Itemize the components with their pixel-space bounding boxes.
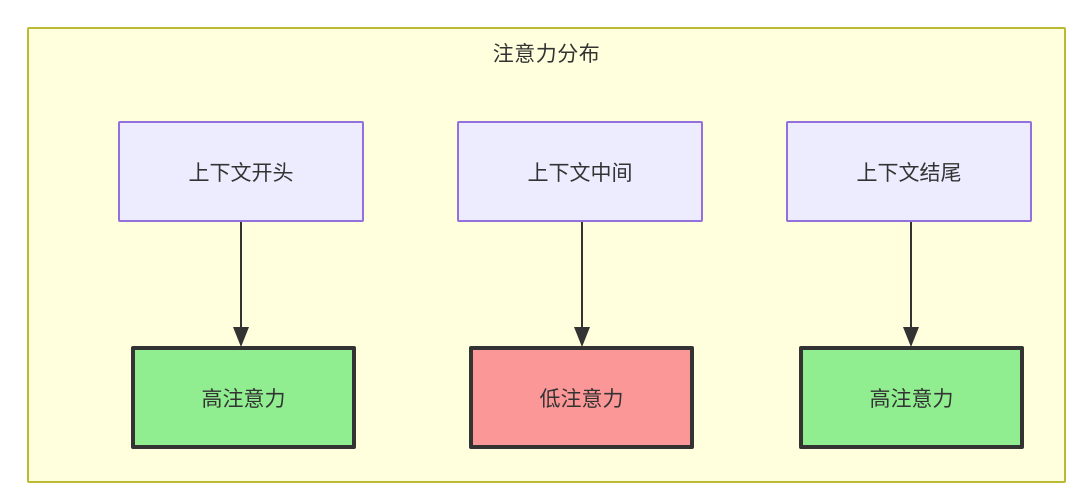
node-high-attention-start-label: 高注意力 bbox=[201, 387, 286, 411]
node-high-attention-start[interactable]: 高注意力 bbox=[131, 346, 356, 449]
node-context-end[interactable]: 上下文结尾 bbox=[786, 121, 1032, 222]
edge-context-start-to-high-attention bbox=[229, 222, 253, 348]
node-context-start-label: 上下文开头 bbox=[188, 161, 294, 185]
node-high-attention-end-label: 高注意力 bbox=[869, 387, 954, 411]
subgraph-title: 注意力分布 bbox=[492, 43, 601, 66]
node-context-middle[interactable]: 上下文中间 bbox=[457, 121, 703, 222]
node-low-attention-middle-label: 低注意力 bbox=[539, 387, 624, 411]
node-context-end-label: 上下文结尾 bbox=[856, 161, 962, 185]
node-context-middle-label: 上下文中间 bbox=[527, 161, 633, 185]
node-low-attention-middle[interactable]: 低注意力 bbox=[469, 346, 694, 449]
node-high-attention-end[interactable]: 高注意力 bbox=[799, 346, 1024, 449]
attention-distribution-subgraph: 注意力分布 上下文开头 上下文中间 上下文结尾 bbox=[27, 27, 1066, 483]
edge-context-end-to-high-attention bbox=[899, 222, 923, 348]
edge-context-middle-to-low-attention bbox=[570, 222, 594, 348]
node-context-start[interactable]: 上下文开头 bbox=[118, 121, 364, 222]
